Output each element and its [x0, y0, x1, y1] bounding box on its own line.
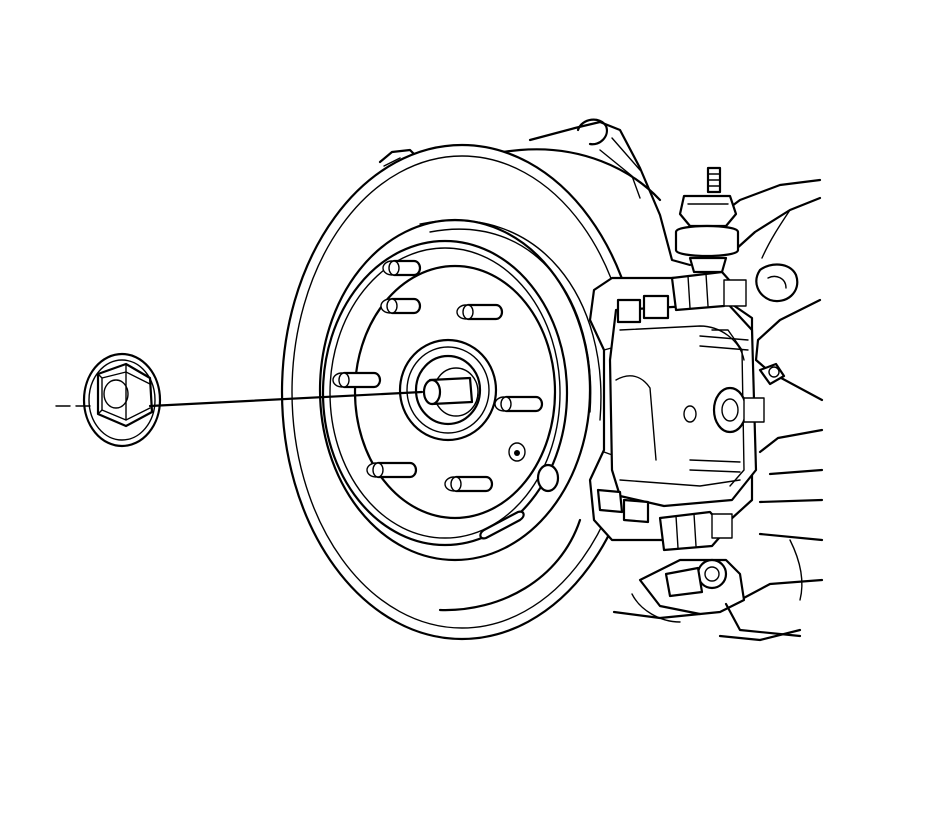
brake-caliper	[608, 302, 765, 508]
upper-ball-joint	[674, 166, 740, 274]
wheel-stud	[382, 259, 422, 277]
wheel-stud	[366, 461, 418, 479]
wheel-stud	[456, 303, 504, 321]
axle-nut	[82, 352, 162, 448]
assembly-centerline	[55, 390, 424, 408]
wheel-studs	[332, 259, 544, 493]
wheel-stud	[494, 395, 544, 413]
control-arm	[612, 558, 802, 638]
rotor-hat-features	[479, 442, 560, 540]
axle-shaft	[422, 376, 474, 406]
wheel-stud	[380, 297, 422, 315]
caliper-guide-pin-lower	[596, 488, 733, 552]
bleeder-screw	[758, 362, 786, 386]
wheel-stud	[332, 371, 382, 389]
wheel-stud	[444, 475, 494, 493]
caliper-guide-pin-upper	[616, 270, 747, 324]
